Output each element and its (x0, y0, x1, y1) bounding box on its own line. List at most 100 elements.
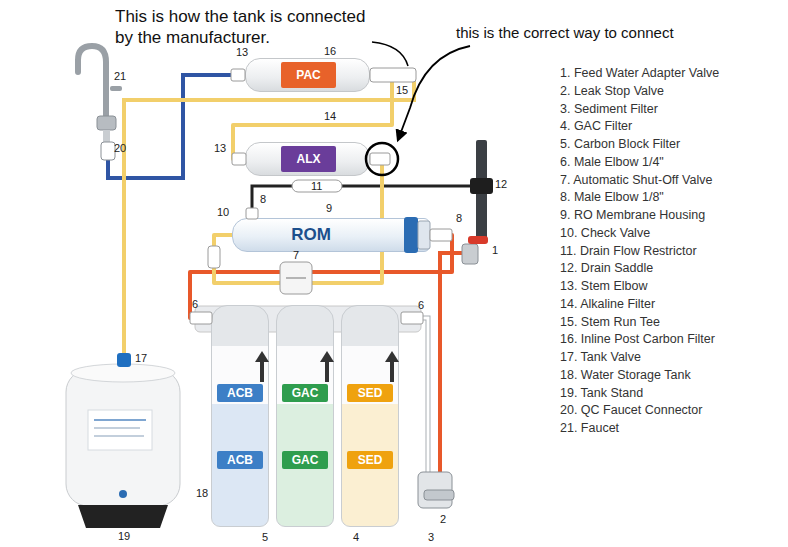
callout-number: 10 (217, 206, 229, 219)
callout-number: 21 (114, 70, 126, 83)
parts-list-item: 9. RO Membrane Housing (560, 208, 705, 223)
parts-list-item: 11. Drain Flow Restrictor (560, 244, 697, 259)
faucet-tube (108, 75, 231, 178)
callout-number: 5 (262, 531, 268, 544)
parts-list-item: 8. Male Elbow 1/8" (560, 190, 664, 205)
sticker-stripe (94, 435, 144, 437)
filter-label: ROM (281, 223, 341, 247)
stem-elbow (232, 153, 246, 165)
parts-list-item: 2. Leak Stop Valve (560, 84, 664, 99)
parts-list-item: 10. Check Valve (560, 226, 650, 241)
drain-saddle (470, 178, 493, 194)
parts-list-item: 6. Male Elbow 1/4" (560, 155, 664, 170)
callout-number: 6 (192, 298, 198, 311)
filter-label: GAC (282, 451, 328, 469)
callout-number: 16 (324, 45, 336, 58)
annotation-note: This is how the tank is connected by the… (115, 6, 385, 48)
parts-list-item: 3. Sediment Filter (560, 102, 658, 117)
callout-number: 6 (418, 299, 424, 312)
callout-number: 7 (293, 249, 299, 262)
tank-sticker (88, 410, 152, 450)
callout-number: 14 (324, 110, 336, 123)
parts-list-item: 15. Stem Run Tee (560, 315, 660, 330)
callout-number: 9 (326, 202, 332, 215)
sticker-stripe (94, 419, 146, 421)
callout-number: 3 (428, 531, 434, 544)
male-elbow (430, 229, 452, 241)
filter-canister: GAC GAC (276, 305, 334, 527)
alkaline-outlet-fitting (370, 153, 390, 165)
callout-number: 11 (311, 180, 322, 193)
tank-stand (78, 505, 168, 528)
supply-tube-outline (423, 318, 428, 472)
feed-tube (440, 253, 462, 472)
membrane-housing: ROM (232, 218, 430, 252)
shut-off-valve (280, 262, 312, 294)
parts-list-item: 17. Tank Valve (560, 350, 641, 365)
parts-list-item: 16. Inline Post Carbon Filter (560, 332, 715, 347)
alkaline-filter: ALX (245, 142, 370, 176)
faucet-base (97, 116, 116, 130)
filter-label: ALX (281, 146, 336, 172)
leak-stop-outlet (424, 490, 454, 500)
parts-list-item: 21. Faucet (560, 421, 619, 436)
filter-label: SED (347, 384, 393, 402)
annotation-circle (366, 143, 398, 175)
parts-list-item: 1. Feed Water Adapter Valve (560, 66, 719, 81)
parts-list-item: 5. Carbon Block Filter (560, 137, 680, 152)
post-carbon-filter: PAC (245, 58, 370, 92)
male-elbow (401, 312, 423, 324)
filter-canister: SED SED (341, 305, 399, 527)
tank-dome (71, 364, 175, 382)
tank-valve (117, 353, 131, 367)
feed-valve-handle (468, 236, 488, 244)
parts-list-item: 18. Water Storage Tank (560, 368, 691, 383)
callout-number: 13 (236, 46, 248, 59)
parts-list-item: 19. Tank Stand (560, 386, 643, 401)
shut-off-valve-seam (286, 277, 306, 279)
filter-label: PAC (281, 62, 336, 88)
faucet-shank (103, 130, 110, 142)
filter-label: SED (347, 451, 393, 469)
parts-list-item: 12. Drain Saddle (560, 261, 653, 276)
feed-valve-body (462, 244, 478, 264)
annotation-arrow (398, 46, 470, 140)
storage-tank (66, 370, 180, 506)
parts-list-item: 14. Alkaline Filter (560, 297, 655, 312)
callout-number: 8 (260, 193, 266, 206)
parts-list-item: 4. GAC Filter (560, 119, 632, 134)
callout-number: 2 (440, 513, 446, 526)
faucet-spout (78, 46, 106, 118)
parts-list-item: 7. Automatic Shut-Off Valve (560, 173, 712, 188)
callout-number: 15 (396, 84, 408, 97)
flow-restrictor (292, 180, 342, 192)
faucet-connector (101, 142, 115, 160)
faucet-handle (110, 86, 122, 91)
callout-number: 18 (196, 487, 208, 500)
tank-air-valve (119, 490, 127, 498)
callout-number: 4 (353, 531, 359, 544)
stem-elbow (231, 69, 245, 81)
callout-number: 8 (456, 212, 462, 225)
callout-number: 17 (135, 352, 147, 365)
callout-number: 1 (492, 244, 498, 257)
filter-label: GAC (282, 384, 328, 402)
parts-list-item: 13. Stem Elbow (560, 279, 648, 294)
annotation-note: this is the correct way to connect (456, 24, 674, 42)
filter-label: ACB (217, 451, 263, 469)
filter-label: ACB (217, 384, 263, 402)
annotation-line (372, 42, 408, 66)
filter-canister: ACB ACB (211, 305, 269, 527)
callout-number: 19 (118, 530, 130, 543)
callout-number: 20 (114, 142, 126, 155)
parts-list-item: 20. QC Faucet Connector (560, 403, 702, 418)
callout-number: 12 (495, 178, 507, 191)
stem-run-tee (370, 68, 416, 82)
drain-tube (252, 186, 476, 212)
supply-tube (423, 318, 428, 472)
male-elbow (190, 312, 212, 324)
sticker-stripe (94, 427, 140, 429)
callout-number: 13 (214, 142, 226, 155)
check-valve (208, 246, 220, 268)
